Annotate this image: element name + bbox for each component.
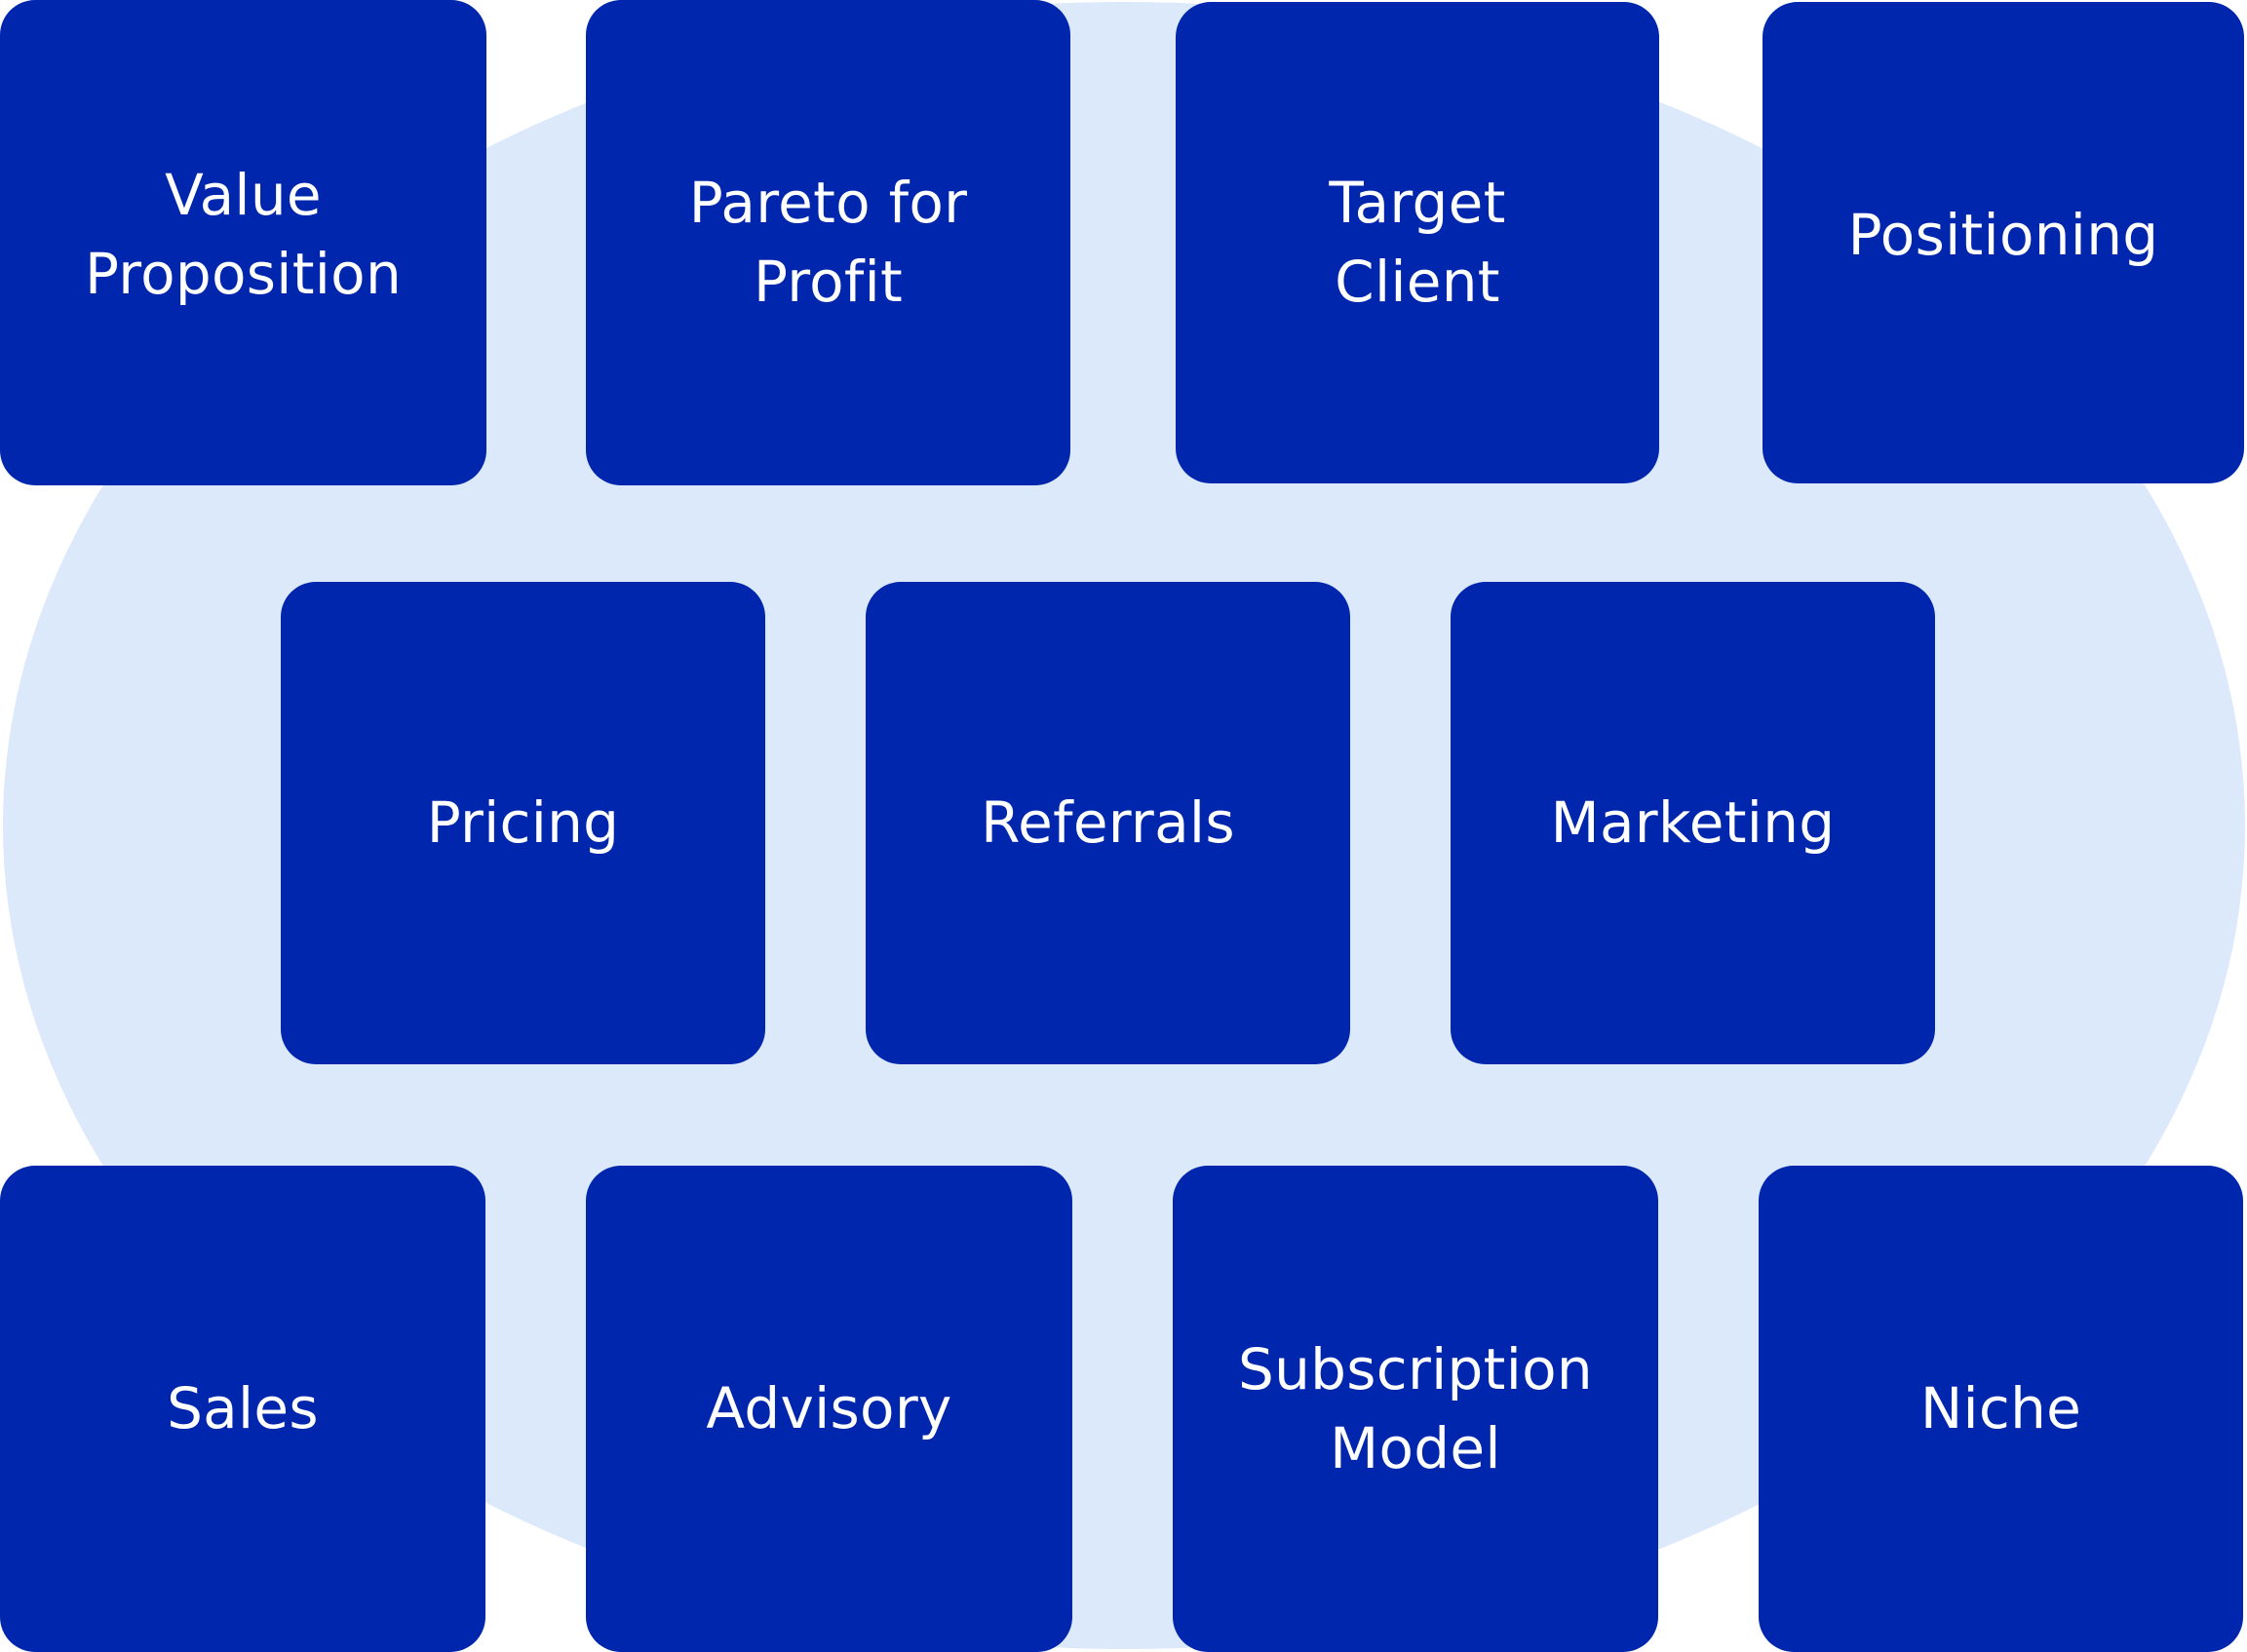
tile-pricing[interactable]: Pricing bbox=[281, 582, 765, 1064]
tile-advisory[interactable]: Advisory bbox=[586, 1166, 1072, 1652]
tile-target-client[interactable]: Target Client bbox=[1176, 2, 1659, 483]
tile-label: Marketing bbox=[1550, 789, 1836, 856]
tile-label: Subscription Model bbox=[1238, 1335, 1593, 1481]
tile-label: Sales bbox=[167, 1375, 319, 1441]
tile-label: Positioning bbox=[1847, 201, 2159, 268]
tile-referrals[interactable]: Referrals bbox=[866, 582, 1350, 1064]
tile-label: Niche bbox=[1919, 1375, 2082, 1441]
tile-label: Pricing bbox=[426, 789, 620, 856]
tile-niche[interactable]: Niche bbox=[1759, 1166, 2243, 1652]
tile-marketing[interactable]: Marketing bbox=[1451, 582, 1935, 1064]
tile-positioning[interactable]: Positioning bbox=[1763, 2, 2244, 483]
tile-pareto-for-profit[interactable]: Pareto for Profit bbox=[586, 0, 1070, 485]
tile-sales[interactable]: Sales bbox=[0, 1166, 485, 1652]
tile-label: Value Proposition bbox=[84, 162, 403, 307]
tile-label: Pareto for Profit bbox=[688, 170, 968, 315]
tile-label: Advisory bbox=[706, 1375, 952, 1441]
tile-label: Referrals bbox=[981, 789, 1235, 856]
tile-subscription-model[interactable]: Subscription Model bbox=[1173, 1166, 1658, 1652]
tile-label: Target Client bbox=[1329, 170, 1506, 315]
tile-value-proposition[interactable]: Value Proposition bbox=[0, 0, 486, 485]
